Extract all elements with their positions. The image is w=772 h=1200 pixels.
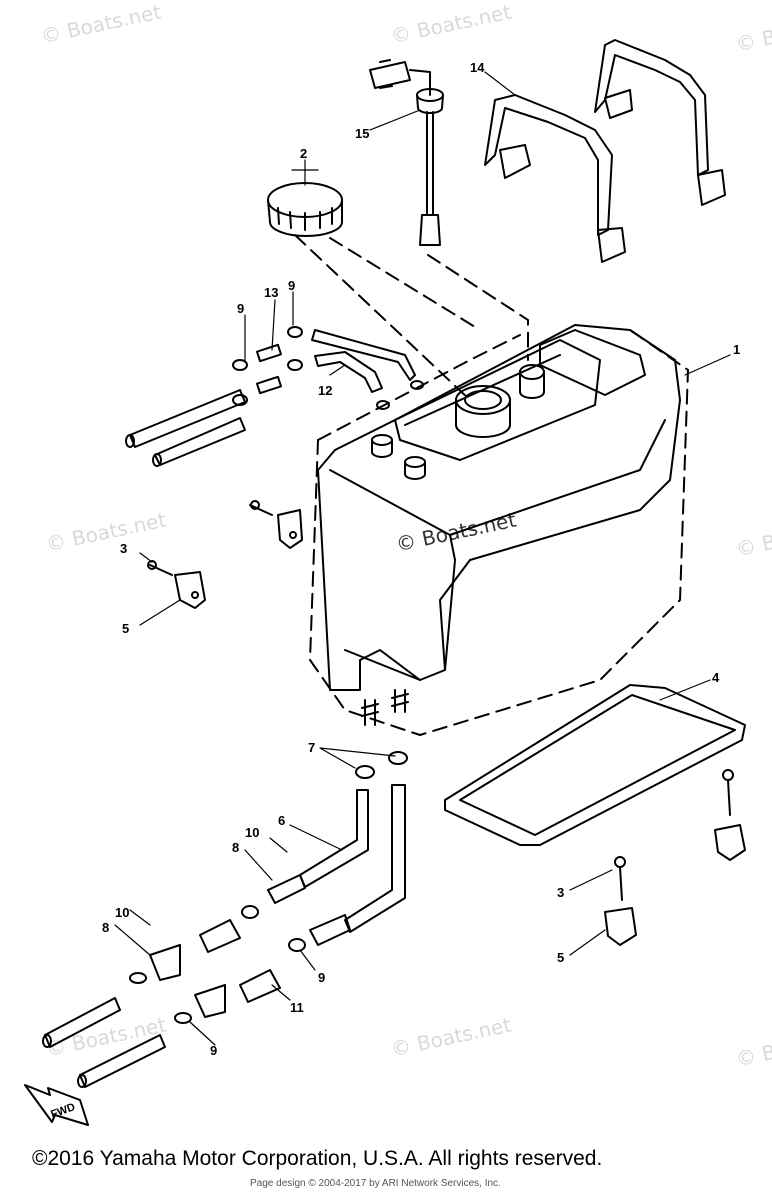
tank-bracket-right-upper bbox=[714, 769, 746, 861]
copyright-footer: ©2016 Yamaha Motor Corporation, U.S.A. A… bbox=[32, 1147, 603, 1170]
callout-6: 6 bbox=[278, 813, 285, 828]
callout-2: 2 bbox=[300, 146, 307, 161]
fuel-filters bbox=[42, 874, 351, 1088]
callout-3: 3 bbox=[557, 885, 564, 900]
callout-9: 9 bbox=[237, 301, 244, 316]
callout-5: 5 bbox=[557, 950, 564, 965]
callout-1: 1 bbox=[733, 342, 740, 357]
filler-cap bbox=[267, 182, 343, 237]
callout-12: 12 bbox=[318, 383, 332, 398]
lower-fuel-hoses bbox=[299, 751, 408, 933]
upper-connectors bbox=[125, 326, 303, 467]
callout-7: 7 bbox=[308, 740, 315, 755]
callout-14: 14 bbox=[470, 60, 485, 75]
tank-bracket-upper bbox=[249, 500, 303, 549]
tank-straps bbox=[484, 39, 726, 263]
callout-9: 9 bbox=[288, 278, 295, 293]
fuel-sender bbox=[369, 59, 444, 246]
vent-hose bbox=[311, 329, 416, 381]
page-credit: Page design © 2004-2017 by ARI Network S… bbox=[250, 1178, 501, 1189]
callout-11: 11 bbox=[290, 1000, 304, 1015]
fwd-arrow bbox=[24, 1084, 89, 1126]
callout-13: 13 bbox=[264, 285, 278, 300]
callout-4: 4 bbox=[712, 670, 720, 685]
callout-10: 10 bbox=[115, 905, 129, 920]
callout-10: 10 bbox=[245, 825, 259, 840]
tank-mat bbox=[444, 684, 746, 846]
callout-5: 5 bbox=[122, 621, 129, 636]
callout-8: 8 bbox=[232, 840, 239, 855]
callout-8: 8 bbox=[102, 920, 109, 935]
callout-9: 9 bbox=[318, 970, 325, 985]
fuel-tank bbox=[317, 324, 681, 726]
callout-9: 9 bbox=[210, 1043, 217, 1058]
tank-bracket-left bbox=[147, 560, 206, 609]
tank-bracket-right-lower bbox=[604, 856, 637, 946]
callout-15: 15 bbox=[355, 126, 369, 141]
callout-3: 3 bbox=[120, 541, 127, 556]
